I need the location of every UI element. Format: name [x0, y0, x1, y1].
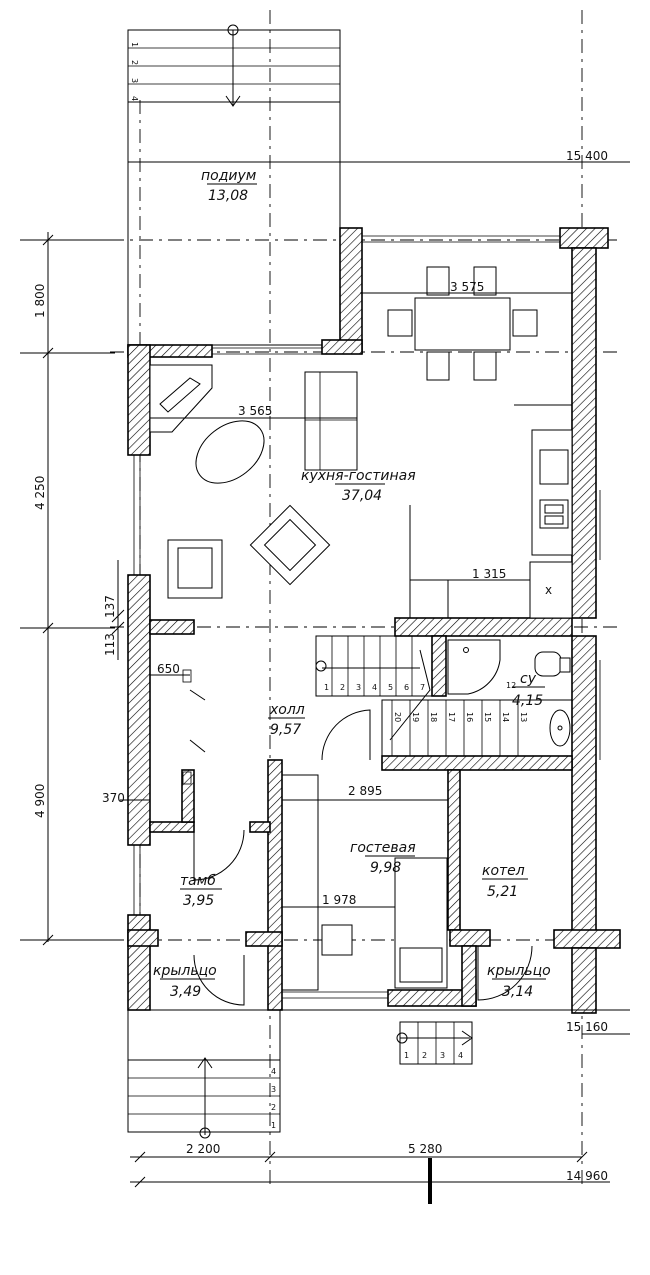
- walls: [127, 227, 621, 1014]
- step-label: 19: [411, 712, 420, 722]
- room-name: тамб: [180, 873, 216, 889]
- room-hall: холл 9,57: [268, 702, 305, 738]
- step-label: 4: [271, 1067, 276, 1076]
- room-area: 3,14: [502, 984, 533, 1000]
- step-label: 14: [501, 712, 510, 722]
- room-name: котел: [482, 863, 525, 879]
- dim-2200: 2 200: [186, 1142, 220, 1156]
- room-tambour: тамб 3,95: [180, 873, 222, 909]
- windows: [133, 235, 601, 999]
- dim-5280: 5 280: [408, 1142, 442, 1156]
- sofa: [304, 371, 358, 471]
- dim-370: 370: [102, 791, 125, 805]
- step-label: 1: [271, 1121, 276, 1130]
- room-area: 3,95: [183, 893, 214, 909]
- step-label: 6: [404, 683, 409, 692]
- step-label: 1: [130, 42, 139, 47]
- room-name: подиум: [201, 168, 257, 184]
- room-name: кухня-гостиная: [301, 468, 416, 484]
- step-label: 1: [324, 683, 329, 692]
- room-area: 3,49: [170, 984, 201, 1000]
- room-name: холл: [269, 702, 305, 718]
- room-area: 4,15: [512, 693, 543, 709]
- bathroom-fixtures: [447, 639, 571, 747]
- dim-3575: 3 575: [450, 280, 484, 294]
- dining-table: [387, 266, 538, 381]
- kitchen-counter: x: [409, 404, 573, 619]
- room-name: крыльцо: [487, 963, 551, 979]
- step-label: 13: [519, 712, 528, 722]
- step-label: 2: [130, 60, 139, 65]
- room-guest: гостевая 9,98: [350, 840, 416, 876]
- svg-text:x: x: [545, 583, 552, 597]
- room-kitchen: кухня-гостиная 37,04: [301, 468, 416, 504]
- room-wc: су 4,15: [512, 671, 545, 709]
- dim-650: 650: [157, 662, 180, 676]
- step-label: 17: [447, 712, 456, 722]
- room-boiler: котел 5,21: [482, 863, 528, 900]
- coffee-table: [195, 420, 265, 484]
- step-label: 2: [340, 683, 345, 692]
- room-area: 37,04: [342, 488, 382, 504]
- dim-overall-height-top: 15 400: [566, 149, 608, 163]
- step-label: 3: [356, 683, 361, 692]
- step-label: 16: [465, 712, 474, 722]
- step-label: 1: [404, 1051, 409, 1060]
- step-label: 3: [271, 1085, 276, 1094]
- armchair-left: [167, 539, 223, 599]
- step-label: 3: [440, 1051, 445, 1060]
- step-label: 4: [458, 1051, 463, 1060]
- top-stairs: 1 2 3 4: [127, 24, 341, 107]
- dim-137: 137: [103, 595, 117, 618]
- room-porch-right: крыльцо 3,14: [487, 963, 551, 1000]
- room-podium: подиум 13,08: [201, 168, 257, 204]
- room-area: 9,98: [370, 860, 401, 876]
- armchair-right: [249, 504, 331, 586]
- dim-3565: 3 565: [238, 404, 272, 418]
- fireplace: [149, 364, 213, 433]
- dim-113: 113: [103, 633, 117, 656]
- room-porch-left: крыльцо 3,49: [153, 963, 217, 1000]
- step-label: 15: [483, 712, 492, 722]
- step-label: 4: [372, 683, 377, 692]
- podium: [127, 102, 630, 346]
- dim-2895: 2 895: [348, 784, 382, 798]
- step-label: 18: [429, 712, 438, 722]
- room-name: гостевая: [350, 840, 416, 856]
- step-label: 5: [388, 683, 393, 692]
- right-porch-stairs: 1 2 3 4: [396, 1021, 473, 1065]
- dimension-lines: [20, 161, 630, 1204]
- step-label: 3: [130, 78, 139, 83]
- room-area: 5,21: [487, 884, 518, 900]
- bottom-stairs: 4 3 2 1: [127, 1009, 630, 1139]
- dim-overall-height-mid: 15 160: [566, 1020, 608, 1034]
- dim-4900: 4 900: [33, 784, 47, 818]
- main-stair: 1 2 3 4 5 6 7 20 19 18 17 16 15 14 13 12: [315, 635, 573, 757]
- room-name: крыльцо: [153, 963, 217, 979]
- room-area: 13,08: [208, 188, 248, 204]
- dim-overall-height-bottom: 14 960: [566, 1169, 608, 1183]
- step-label: 12: [506, 681, 516, 690]
- step-label: 20: [393, 712, 402, 722]
- dim-1315: 1 315: [472, 567, 506, 581]
- step-label: 2: [422, 1051, 427, 1060]
- room-name: су: [520, 671, 537, 687]
- step-label: 7: [420, 683, 425, 692]
- doors: [182, 669, 533, 1006]
- step-label: 4: [130, 96, 139, 101]
- guest-bed: [281, 774, 448, 991]
- dim-1800: 1 800: [33, 284, 47, 318]
- dim-4250: 4 250: [33, 476, 47, 510]
- dim-1978: 1 978: [322, 893, 356, 907]
- step-label: 2: [271, 1103, 276, 1112]
- room-area: 9,57: [270, 722, 301, 738]
